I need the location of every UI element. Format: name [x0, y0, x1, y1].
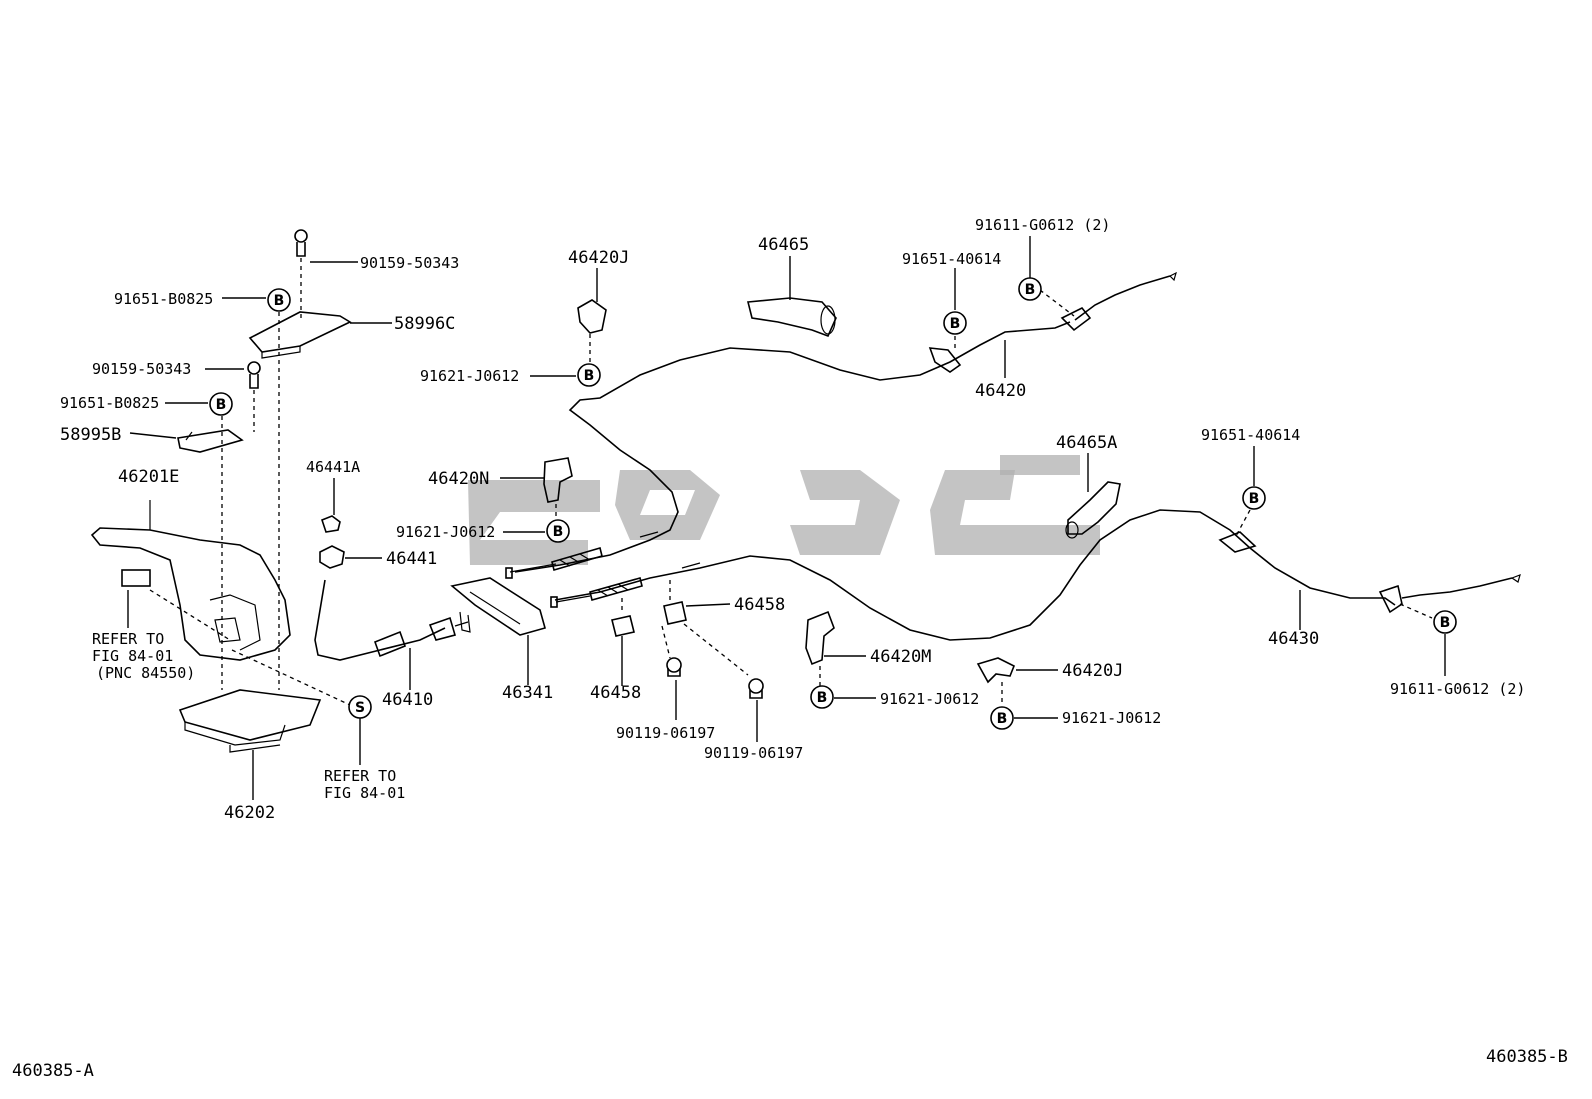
cable-46430-lower	[554, 509, 1521, 641]
svg-text:B: B	[1440, 615, 1451, 631]
svg-text:B: B	[553, 524, 564, 540]
refer-note-bottom-line2: FIG 84-01	[324, 784, 405, 802]
clip-46420j-top	[577, 299, 607, 334]
refer-note-left-line3: (PNC 84550)	[96, 664, 195, 682]
label-46420: 46420	[975, 381, 1026, 401]
clip-46458-a	[611, 615, 635, 637]
label-91621-j0612-b: 91621-J0612	[396, 523, 495, 541]
label-46441a: 46441A	[306, 458, 360, 476]
marker-b-6: B	[1018, 277, 1042, 301]
label-46202: 46202	[224, 803, 275, 823]
bolt-90119-b	[748, 678, 764, 699]
lever-46201e	[90, 500, 291, 661]
marker-b-3: B	[577, 363, 601, 387]
label-90159-50343-a: 90159-50343	[360, 254, 459, 272]
rod-assemblies	[505, 563, 591, 608]
label-91621-j0612-c: 91621-J0612	[880, 690, 979, 708]
label-46465a: 46465A	[1056, 433, 1117, 453]
label-46420n: 46420N	[428, 469, 489, 489]
svg-text:B: B	[997, 711, 1008, 727]
nut-46441	[319, 545, 345, 569]
grip-46465	[746, 297, 837, 338]
grip-46465a	[1065, 481, 1121, 539]
label-46465: 46465	[758, 235, 809, 255]
label-46420m: 46420M	[870, 647, 931, 667]
bracket-58996c	[248, 311, 352, 359]
clamp-91651-40614-a	[928, 347, 962, 373]
label-46420j-top: 46420J	[568, 248, 629, 268]
refer-note-left-line1: REFER TO	[92, 630, 164, 648]
label-46458-a: 46458	[734, 595, 785, 615]
marker-b-8: B	[1433, 610, 1457, 634]
clip-46458-b	[663, 601, 687, 625]
watermark-logo	[468, 455, 1100, 565]
marker-b-9: B	[810, 685, 834, 709]
bolt-90119-a	[666, 657, 682, 677]
svg-text:B: B	[216, 397, 227, 413]
console-46202	[178, 689, 322, 753]
bracket-46420n	[543, 457, 573, 503]
svg-text:B: B	[1025, 282, 1036, 298]
marker-b-4: B	[546, 519, 570, 543]
label-91621-j0612-d: 91621-J0612	[1062, 709, 1161, 727]
marker-b-1: B	[267, 288, 291, 312]
label-91651-40614-b: 91651-40614	[1201, 426, 1300, 444]
label-58995b: 58995B	[60, 425, 121, 445]
svg-text:B: B	[1249, 491, 1260, 507]
equalizer-46341	[450, 577, 546, 636]
label-90159-50343-b: 90159-50343	[92, 360, 191, 378]
cable-46420-upper	[514, 271, 1177, 573]
svg-text:B: B	[274, 293, 285, 309]
svg-text:B: B	[950, 316, 961, 332]
marker-b-2: B	[209, 392, 233, 416]
label-46441: 46441	[386, 549, 437, 569]
cable-46410	[314, 579, 469, 661]
clip-46420j-right	[976, 657, 1016, 684]
nut-46441a	[321, 515, 341, 533]
bracket-46420m	[805, 610, 835, 666]
svg-text:B: B	[584, 368, 595, 384]
bracket-58995b	[177, 429, 244, 453]
label-91651-b0825-b: 91651-B0825	[60, 394, 159, 412]
label-58996c: 58996C	[394, 314, 455, 334]
bolt-90159-lower	[247, 361, 261, 389]
label-46430: 46430	[1268, 629, 1319, 649]
label-46201e: 46201E	[118, 467, 179, 487]
corner-id-left: 460385-A	[12, 1061, 94, 1081]
marker-b-10: B	[990, 706, 1014, 730]
refer-note-bottom-line1: REFER TO	[324, 767, 396, 785]
label-91621-j0612-a: 91621-J0612	[420, 367, 519, 385]
svg-text:S: S	[355, 700, 365, 716]
label-91651-40614-a: 91651-40614	[902, 250, 1001, 268]
marker-b-7: B	[1242, 486, 1266, 510]
label-91611-g0612-b: 91611-G0612 (2)	[1390, 680, 1525, 698]
marker-s-1: S	[348, 695, 372, 719]
marker-b-5: B	[943, 311, 967, 335]
label-46420j-right: 46420J	[1062, 661, 1123, 681]
refer-note-left-line2: FIG 84-01	[92, 647, 173, 665]
bolt-90159-upper	[294, 229, 308, 257]
label-46341: 46341	[502, 683, 553, 703]
label-90119-06197-a: 90119-06197	[616, 724, 715, 742]
label-46410: 46410	[382, 690, 433, 710]
label-91651-b0825-a: 91651-B0825	[114, 290, 213, 308]
label-90119-06197-b: 90119-06197	[704, 744, 803, 762]
svg-text:B: B	[817, 690, 828, 706]
corner-id-right: 460385-B	[1486, 1047, 1568, 1067]
label-46458-b: 46458	[590, 683, 641, 703]
label-91611-g0612-a: 91611-G0612 (2)	[975, 216, 1110, 234]
